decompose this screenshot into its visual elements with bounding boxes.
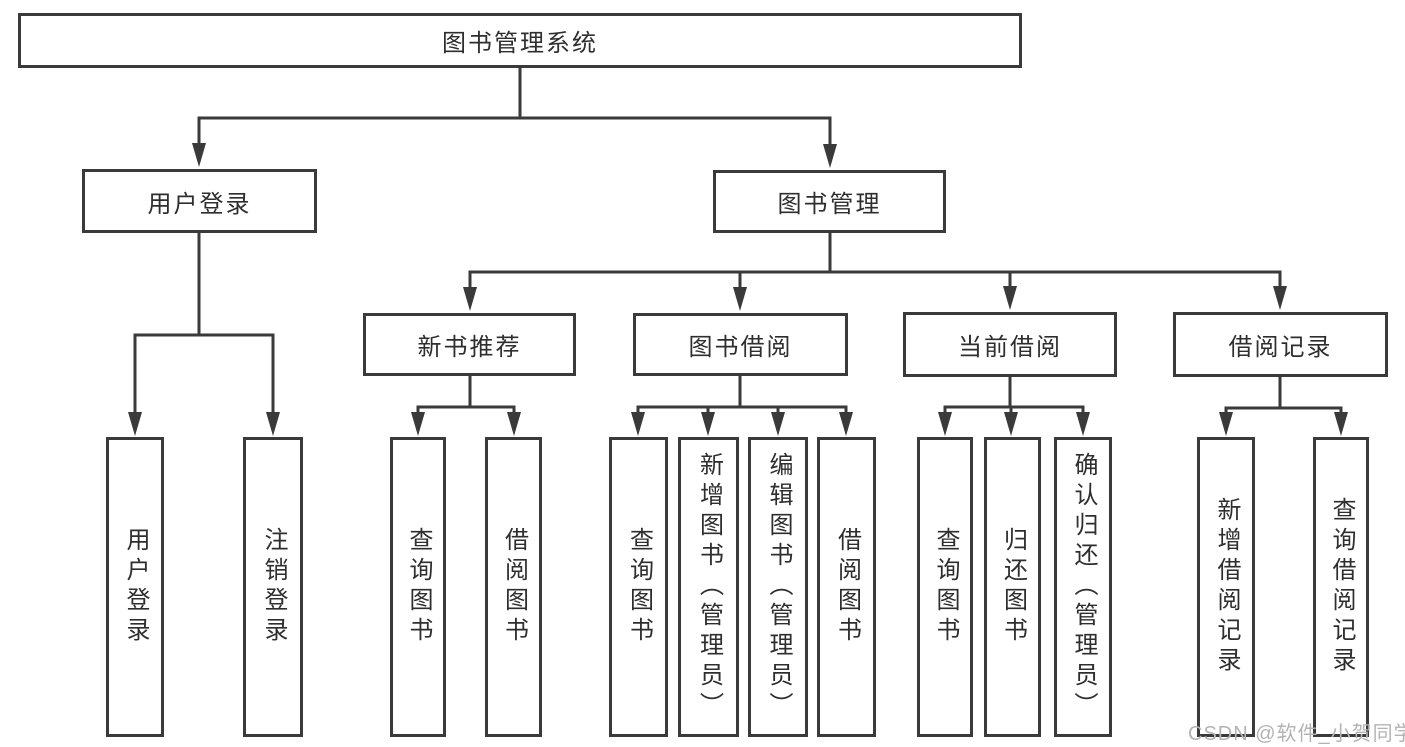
leaf-confirm-return-admin: 确认归还（管理员） <box>1054 437 1112 737</box>
node-label: 借阅记录 <box>1228 334 1333 361</box>
node-label: 用户登录 <box>147 190 252 218</box>
leaf-label: 用户登录 <box>122 527 149 647</box>
leaf-label: 确认归还（管理员） <box>1070 452 1097 722</box>
node-library-management-system: 图书管理系统 <box>18 13 1022 68</box>
leaf-label: 借阅图书 <box>833 527 861 647</box>
leaf-add-books-admin: 新增图书（管理员） <box>678 437 739 737</box>
leaf-return-books: 归还图书 <box>984 437 1041 737</box>
node-current-borrowing: 当前借阅 <box>903 312 1117 377</box>
node-label: 图书借阅 <box>688 334 793 361</box>
leaf-borrow-books-recommend: 借阅图书 <box>485 437 542 737</box>
node-book-borrowing: 图书借阅 <box>633 313 848 376</box>
leaf-logout: 注销登录 <box>243 437 303 737</box>
leaf-label: 查询图书 <box>625 527 653 647</box>
node-label: 新书推荐 <box>417 334 522 361</box>
node-new-book-recommend: 新书推荐 <box>363 313 576 376</box>
leaf-query-books-recommend: 查询图书 <box>390 437 446 737</box>
arrowhead-icons <box>128 143 1348 436</box>
leaf-label: 编辑图书（管理员） <box>765 452 792 722</box>
node-user-login: 用户登录 <box>82 169 317 233</box>
leaf-borrow-books: 借阅图书 <box>817 437 876 737</box>
leaf-query-books-current: 查询图书 <box>917 437 973 737</box>
leaf-label: 注销登录 <box>260 527 287 647</box>
leaf-label: 借阅图书 <box>500 527 528 647</box>
leaf-query-books-borrowing: 查询图书 <box>609 437 668 737</box>
leaf-label: 归还图书 <box>999 527 1027 647</box>
leaf-query-borrow-record: 查询借阅记录 <box>1313 437 1369 737</box>
leaf-label: 查询图书 <box>405 527 432 647</box>
leaf-add-borrow-record: 新增借阅记录 <box>1197 437 1255 737</box>
leaf-label: 新增借阅记录 <box>1213 497 1240 677</box>
leaf-label: 查询图书 <box>932 527 959 647</box>
leaf-label: 新增图书（管理员） <box>695 452 723 722</box>
node-book-management: 图书管理 <box>713 170 946 233</box>
node-borrow-records: 借阅记录 <box>1173 312 1388 377</box>
leaf-edit-books-admin: 编辑图书（管理员） <box>748 437 808 737</box>
csdn-watermark: CSDN @软件_小贺同学 <box>1188 723 1405 745</box>
leaf-user-login: 用户登录 <box>106 437 164 737</box>
node-label: 当前借阅 <box>958 334 1062 361</box>
node-label: 图书管理系统 <box>442 30 598 57</box>
node-label: 图书管理 <box>777 191 882 218</box>
leaf-label: 查询借阅记录 <box>1328 497 1355 677</box>
